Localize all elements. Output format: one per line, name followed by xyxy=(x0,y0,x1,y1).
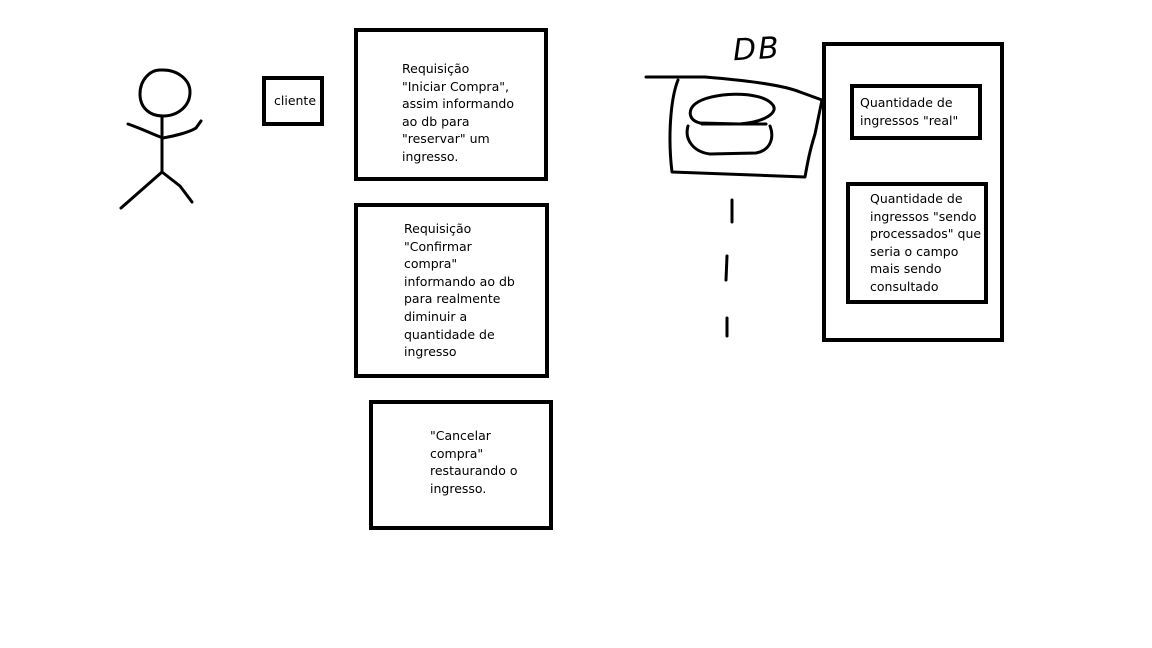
request-cancelar-compra-box: "Cancelar compra" restaurando o ingresso… xyxy=(369,400,553,530)
request-cancelar-compra-text: "Cancelar compra" restaurando o ingresso… xyxy=(430,428,518,496)
db-label: DB xyxy=(732,30,782,69)
db-field-processados-box: Quantidade de ingressos "sendo processad… xyxy=(846,182,988,304)
db-field-real-box: Quantidade de ingressos "real" xyxy=(850,84,982,140)
client-box: cliente xyxy=(262,76,324,126)
request-iniciar-compra-box: Requisição "Iniciar Compra", assim infor… xyxy=(354,28,548,181)
db-field-processados-text: Quantidade de ingressos "sendo processad… xyxy=(870,191,982,294)
database-sketch-icon xyxy=(644,75,824,338)
client-label: cliente xyxy=(274,93,317,108)
request-confirmar-compra-text: Requisição "Confirmar compra" informando… xyxy=(404,221,515,360)
db-container-box: Quantidade de ingressos "real" Quantidad… xyxy=(822,42,1004,342)
db-field-real-text: Quantidade de ingressos "real" xyxy=(860,95,959,128)
request-iniciar-compra-text: Requisição "Iniciar Compra", assim infor… xyxy=(402,61,515,164)
request-confirmar-compra-box: Requisição "Confirmar compra" informando… xyxy=(354,203,549,378)
stick-figure-icon xyxy=(119,68,203,210)
